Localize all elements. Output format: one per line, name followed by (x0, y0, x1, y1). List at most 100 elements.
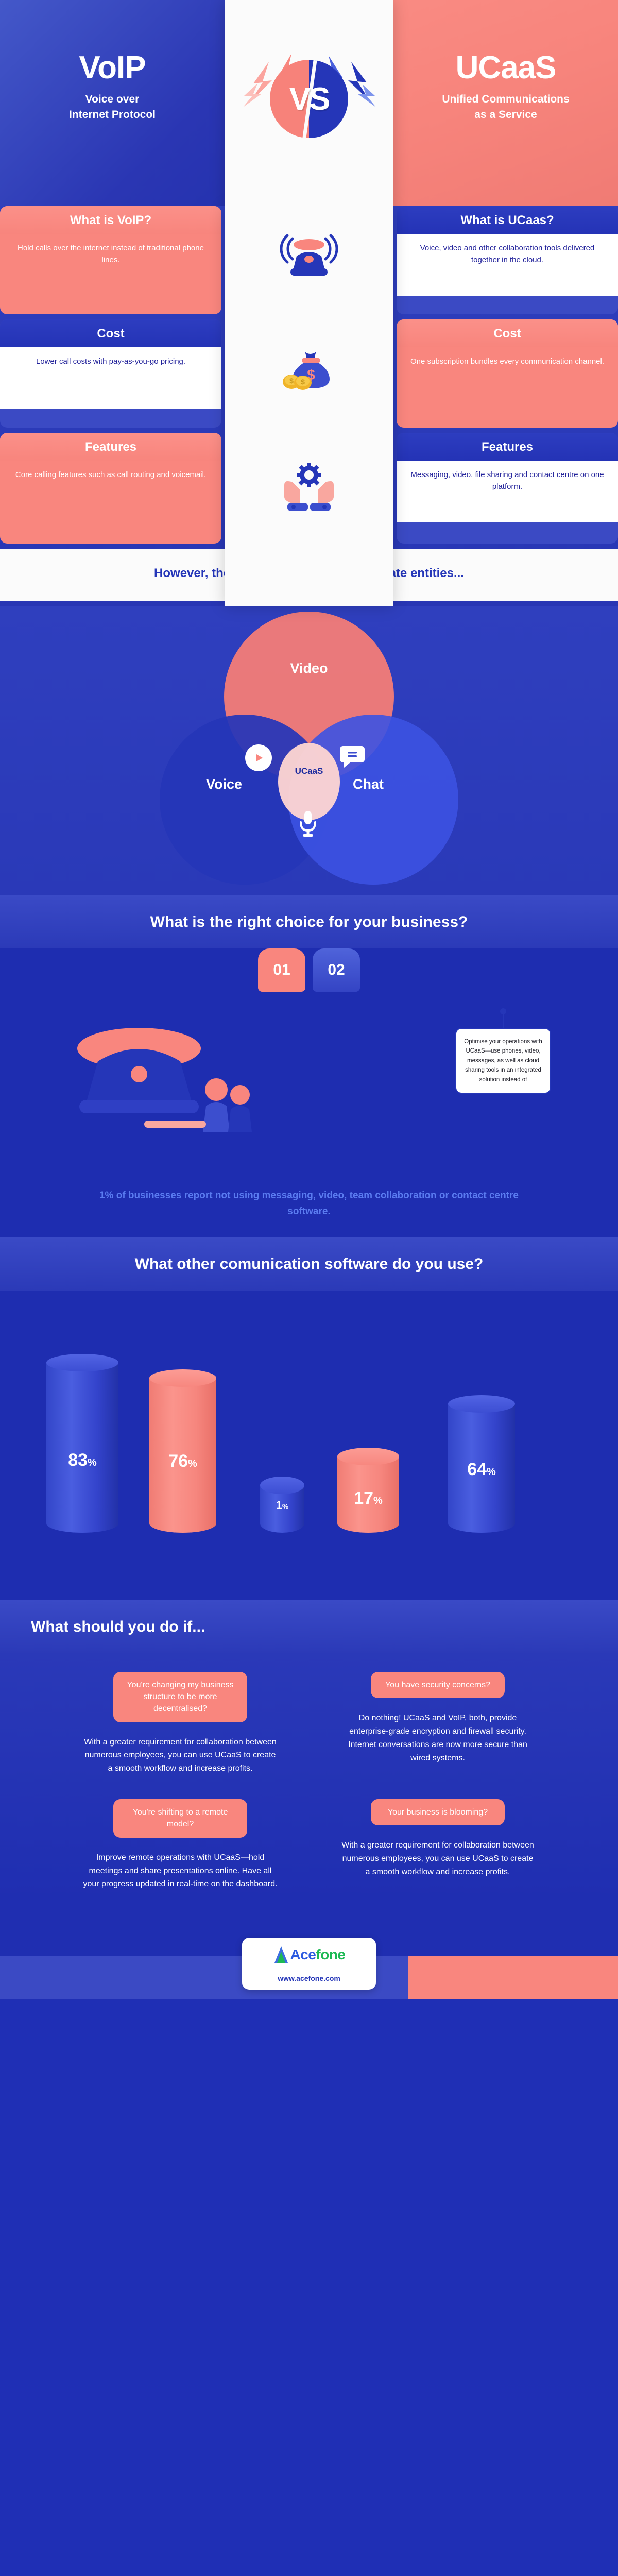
doif-grid: You're changing my business structure to… (0, 1653, 618, 1891)
logo-row: Acefone (248, 1946, 370, 1963)
bar-body: 64% (448, 1395, 515, 1533)
tab-01[interactable]: 01 (258, 948, 305, 992)
doif-answer: With a greater requirement for collabora… (84, 1737, 277, 1773)
play-icon (245, 744, 272, 771)
logo-card: Acefone www.acefone.com (242, 1938, 376, 1990)
ucaas-subtitle: Unified Communications as a Service (442, 93, 570, 121)
bar-cylinder: 83% (42, 1354, 123, 1545)
bar-chart: 83% 76% 1% (0, 1327, 618, 1564)
doif-answer: Do nothing! UCaaS and VoIP, both, provid… (348, 1714, 527, 1762)
card-body: Hold calls over the internet instead of … (0, 234, 221, 296)
svg-text:$: $ (289, 377, 294, 385)
doif-item: Your business is blooming? With a greate… (327, 1791, 548, 1891)
bar-cap (46, 1354, 118, 1371)
doif-heading: What should you do if... (0, 1600, 618, 1653)
bar-cylinder: 64% (444, 1395, 519, 1545)
footer-section: Acefone www.acefone.com (0, 1901, 618, 1999)
comparison-card-ucaas: What is UCaas? Voice, video and other co… (397, 206, 618, 314)
logo-fone: fone (316, 1946, 346, 1963)
voip-subtitle: Voice over Internet Protocol (68, 93, 156, 121)
choice-heading: What is the right choice for your busine… (0, 895, 618, 948)
comparison-card-voip: Features Core calling features such as c… (0, 433, 221, 544)
money-bag-icon: $ $ $ (225, 319, 393, 428)
footer-url[interactable]: www.acefone.com (278, 1974, 340, 1983)
doif-question: You're changing my business structure to… (113, 1672, 247, 1722)
doif-item: You have security concerns? Do nothing! … (327, 1664, 548, 1775)
doif-answer: Improve remote operations with UCaaS—hol… (83, 1853, 278, 1889)
bar-cylinder: 1% (256, 1477, 308, 1545)
bar-cap (149, 1369, 216, 1387)
venn-diagram: Video Voice Chat UCaaS (149, 612, 469, 890)
bar-value-label: 64% (467, 1460, 496, 1479)
card-body: One subscription bundles every communica… (397, 347, 618, 409)
comparison-card-voip: Cost Lower call costs with pay-as-you-go… (0, 319, 221, 428)
optimise-tooltip: Optimise your operations with UCaaS—use … (455, 1028, 551, 1094)
acefone-arrow-icon (274, 1946, 288, 1963)
card-title: What is UCaas? (397, 206, 618, 234)
logo-ace: Ace (290, 1946, 316, 1963)
doif-question: You have security concerns? (371, 1672, 505, 1699)
doif-section: You're changing my business structure to… (0, 1653, 618, 1902)
tab-label: 01 (273, 961, 290, 978)
comparison-card-ucaas: Features Messaging, video, file sharing … (397, 433, 618, 544)
card-title: Features (0, 433, 221, 461)
bar-cap (260, 1477, 304, 1494)
venn-label-video: Video (290, 660, 328, 676)
doif-item: You're shifting to a remote model? Impro… (70, 1791, 291, 1891)
voip-title: VoIP (79, 50, 146, 86)
card-title: Cost (397, 319, 618, 347)
comparison-card-ucaas: Cost One subscription bundles every comm… (397, 319, 618, 428)
bar-body: 83% (46, 1354, 118, 1533)
comparison-row: Cost Lower call costs with pay-as-you-go… (0, 319, 618, 428)
bar-body: 17% (337, 1448, 399, 1533)
vs-half-right (309, 60, 348, 138)
vs-half-left (270, 60, 309, 138)
logo-wordmark: Acefone (290, 1946, 346, 1963)
bar-cylinder: 17% (333, 1448, 403, 1545)
comparison-section: What is VoIP? Hold calls over the intern… (0, 206, 618, 606)
venn-label-voice: Voice (205, 776, 243, 792)
svg-text:$: $ (301, 378, 305, 386)
doif-question: Your business is blooming? (371, 1799, 505, 1826)
card-title: Cost (0, 319, 221, 347)
vs-letter-v: V (289, 81, 311, 117)
doif-answer: With a greater requirement for collabora… (341, 1841, 534, 1877)
ucaas-title: UCaaS (455, 50, 557, 86)
card-body: Core calling features such as call routi… (0, 461, 221, 522)
bar-value-label: 1% (276, 1499, 289, 1512)
comparison-row: Features Core calling features such as c… (0, 433, 618, 544)
card-body: Voice, video and other collaboration too… (397, 234, 618, 296)
telephone-icon (225, 206, 393, 314)
tab-label: 02 (328, 961, 345, 978)
chart-heading: What other comunication software do you … (0, 1237, 618, 1291)
bar-value-label: 76% (168, 1451, 197, 1471)
number-tabs: 01 02 (258, 948, 360, 992)
bar-value-label: 83% (68, 1450, 97, 1470)
bar-body: 76% (149, 1369, 216, 1533)
choice-body: Optimise your operations with UCaaS—use … (0, 992, 618, 1237)
card-body: Lower call costs with pay-as-you-go pric… (0, 347, 221, 409)
chart-section: 83% 76% 1% (0, 1291, 618, 1600)
venn-intersection (278, 743, 340, 820)
bar-cylinder: 76% (145, 1369, 220, 1545)
doif-item: You're changing my business structure to… (70, 1664, 291, 1775)
card-body: Messaging, video, file sharing and conta… (397, 461, 618, 522)
vs-letter-s: S (309, 81, 330, 117)
bar-cap (337, 1448, 399, 1465)
choice-section: 01 02 Optimise your operations w (0, 948, 618, 1237)
comparison-card-voip: What is VoIP? Hold calls over the intern… (0, 206, 221, 314)
bar-value-label: 17% (354, 1488, 383, 1508)
card-title: What is VoIP? (0, 206, 221, 234)
microphone-icon (295, 810, 321, 837)
bar-body: 1% (260, 1477, 304, 1533)
hands-gear-icon (225, 433, 393, 544)
doif-question: You're shifting to a remote model? (113, 1799, 247, 1838)
hero-section: VoIP Voice over Internet Protocol UCaaS … (0, 0, 618, 206)
phone-illustration-icon (77, 1028, 252, 1132)
tab-02[interactable]: 02 (313, 948, 360, 992)
venn-label-ucaas: UCaaS (295, 766, 323, 776)
